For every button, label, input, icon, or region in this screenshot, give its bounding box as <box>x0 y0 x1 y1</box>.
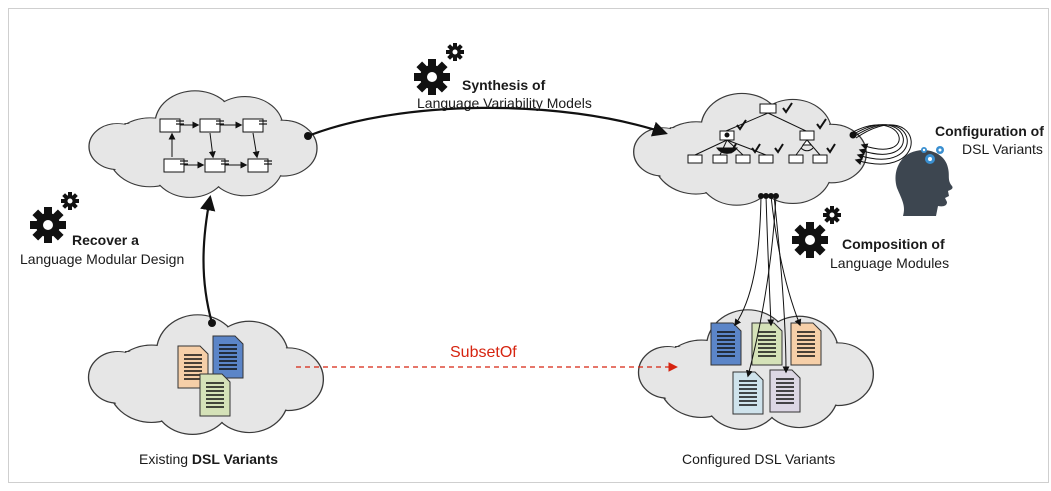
document-icon <box>710 322 742 366</box>
head-icon <box>895 146 953 216</box>
document-icon <box>732 371 764 415</box>
document-icon <box>769 369 801 413</box>
composition-sublabel: Language Modules <box>830 255 950 271</box>
synthesis-arrow <box>304 106 668 140</box>
synthesis-label: Synthesis of <box>462 77 546 93</box>
configured-variants-caption: Configured DSL Variants <box>682 451 836 467</box>
document-icon <box>790 322 822 366</box>
existing-documents <box>177 335 244 417</box>
module-grid <box>159 118 272 173</box>
synthesis-sublabel: Language Variability Models <box>417 95 592 111</box>
configured-documents <box>710 322 822 415</box>
composition-label: Composition of <box>842 236 945 252</box>
feature-model <box>687 102 836 164</box>
document-icon <box>751 322 783 366</box>
document-icon <box>199 373 231 417</box>
configuration-label: Configuration of <box>935 123 1044 139</box>
recover-arrow <box>200 194 216 327</box>
document-icon <box>212 335 244 379</box>
configuration-sublabel: DSL Variants <box>962 141 1043 157</box>
composition-arrows <box>734 193 802 378</box>
configuration-arrows <box>849 124 912 165</box>
existing-variants-caption: Existing DSL Variants <box>139 451 279 467</box>
recover-label: Recover a <box>72 232 139 248</box>
recover-sublabel: Language Modular Design <box>20 251 185 267</box>
subsetof-label: SubsetOf <box>450 344 517 361</box>
